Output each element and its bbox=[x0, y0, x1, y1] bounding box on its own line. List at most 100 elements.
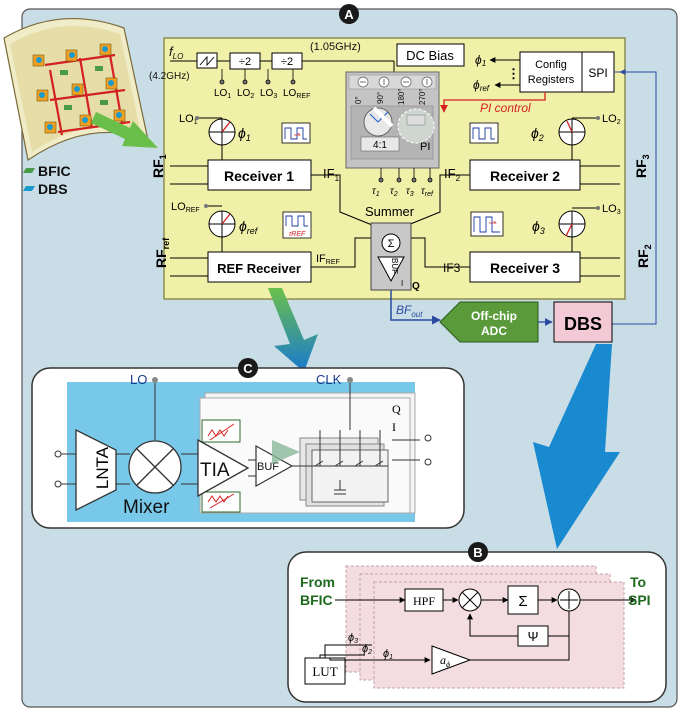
accumulator-label: Σ bbox=[518, 593, 527, 610]
ramp-icon bbox=[199, 55, 215, 67]
phase-shifter-3-icon bbox=[558, 210, 586, 238]
phi3-b-label: ϕ3 bbox=[348, 632, 358, 645]
config-label: Config bbox=[535, 59, 567, 71]
summer-q: Q bbox=[412, 281, 420, 292]
bfic-pointer-arrow bbox=[91, 112, 158, 148]
legend-dbs-label: DBS bbox=[38, 181, 68, 197]
phi1-output-label: ϕ1 bbox=[475, 53, 486, 68]
lo-taps bbox=[219, 69, 296, 85]
summer-label: Summer bbox=[365, 204, 415, 219]
rfref-label: RFref bbox=[153, 237, 171, 268]
divider-1-label: ÷2 bbox=[239, 56, 251, 68]
summer-sigma: Σ bbox=[388, 238, 395, 250]
delay-2-icon bbox=[469, 122, 499, 144]
panel-c-i-label: I bbox=[392, 420, 396, 434]
receiver-3 bbox=[469, 251, 581, 283]
marker-a: A bbox=[339, 4, 359, 24]
freq-in-label: (4.2GHz) bbox=[149, 71, 190, 82]
sampler-array bbox=[292, 430, 420, 507]
marker-a-label: A bbox=[344, 7, 354, 22]
ref-to-panel-c-arrow bbox=[268, 288, 318, 372]
divider-2-label: ÷2 bbox=[281, 56, 293, 68]
pi-angle-270: 270° bbox=[418, 88, 427, 105]
marker-b-label: B bbox=[473, 545, 482, 560]
delay-3-icon bbox=[470, 211, 504, 237]
hpf-label: HPF bbox=[413, 594, 435, 608]
phi-dots: ⋮ bbox=[507, 66, 520, 81]
summer-buffer-icon bbox=[377, 256, 405, 283]
pi-angle-0: 0° bbox=[354, 96, 363, 104]
tau-1: τ1 bbox=[372, 186, 380, 198]
receiver-3-label: Receiver 3 bbox=[490, 260, 560, 276]
panel-c-lo-label: LO bbox=[130, 372, 147, 387]
lo-tap-2: LO2 bbox=[237, 88, 254, 100]
dbs-box-label: DBS bbox=[564, 314, 602, 334]
lo-tap-1: LO1 bbox=[214, 88, 231, 100]
tau-2: τ2 bbox=[390, 186, 398, 198]
phi2-label: ϕ2 bbox=[531, 125, 544, 143]
tau-outputs bbox=[378, 168, 433, 183]
panel-c: C LO CLK Q I LNTA Mixer bbox=[31, 358, 465, 529]
rf2-label: RF2 bbox=[635, 244, 653, 268]
phi1-b-label: ϕ1 bbox=[383, 648, 393, 661]
adder-icon bbox=[557, 588, 581, 612]
phi1-label: ϕ1 bbox=[238, 125, 251, 143]
pi-control-label: PI control bbox=[480, 101, 531, 115]
phi3-label: ϕ3 bbox=[532, 218, 545, 236]
lo-tap-ref: LOREF bbox=[283, 88, 310, 100]
lnta-label: LNTA bbox=[93, 446, 112, 489]
if2-label: IF2 bbox=[444, 166, 461, 183]
legend: BFIC DBS bbox=[23, 163, 71, 197]
delay-ref-icon: τREF bbox=[282, 211, 312, 239]
phase-shifter-1-icon bbox=[208, 118, 236, 146]
lut-label: LUT bbox=[312, 664, 337, 679]
bf-out-wire bbox=[390, 290, 441, 325]
tau-ref: τref bbox=[421, 186, 434, 198]
lo2-label: LO2 bbox=[602, 113, 621, 126]
gain-block bbox=[431, 645, 472, 675]
tia-label: TIA bbox=[200, 460, 230, 481]
rf1-label: RF1 bbox=[150, 154, 168, 178]
dc-bias-box bbox=[396, 43, 465, 67]
panel-b: B From BFIC HPF Σ To SPI Ψ LUT bbox=[287, 542, 667, 703]
bf-out-label: BFout bbox=[396, 303, 423, 319]
bfic-chip: fLO (4.2GHz) ÷2 ÷2 (1.05GHz) LO1 LO2 LO3… bbox=[149, 37, 653, 300]
pi-ratio-label: 4:1 bbox=[373, 140, 387, 151]
pi-control-wire bbox=[440, 92, 546, 113]
lo3-label: LO3 bbox=[602, 203, 621, 216]
panel-c-clk-label: CLK bbox=[316, 372, 342, 387]
gain-label: aϕ bbox=[440, 653, 450, 669]
if3-label: IF3 bbox=[443, 261, 461, 275]
pi-angle-180: 180° bbox=[397, 88, 406, 105]
phase-shifter-ref-icon bbox=[208, 210, 236, 238]
rf3-label: RF3 bbox=[633, 154, 651, 178]
tau-3: τ3 bbox=[406, 186, 414, 198]
config-registers-box bbox=[519, 51, 583, 93]
delay-1-icon bbox=[281, 122, 311, 144]
phi-ref-label: ϕref bbox=[239, 218, 259, 236]
phase-interpolator: 0° 90° 180° 270° 4:1 PI bbox=[345, 71, 440, 169]
tia-feedback bbox=[201, 419, 241, 513]
phi2-b-label: ϕ2 bbox=[362, 643, 372, 656]
mixer-label: Mixer bbox=[123, 497, 170, 518]
ifref-label: IFREF bbox=[316, 253, 340, 266]
summer-sigma-icon bbox=[381, 233, 401, 253]
freq-div-label: (1.05GHz) bbox=[310, 41, 361, 53]
lnta-block bbox=[75, 428, 117, 512]
pi-label: PI bbox=[420, 141, 430, 153]
panel-c-q-label: Q bbox=[392, 402, 401, 416]
spi-label: SPI bbox=[588, 66, 607, 80]
if1-label: IF1 bbox=[323, 166, 340, 183]
receiver-2-label: Receiver 2 bbox=[490, 168, 560, 184]
dbs-to-panel-b-arrow bbox=[533, 344, 620, 549]
lo-tap-3: LO3 bbox=[260, 88, 277, 100]
phi-ref-output-label: ϕref bbox=[473, 78, 490, 93]
adc-line2: ADC bbox=[481, 324, 507, 338]
legend-bfic-swatch bbox=[23, 168, 35, 173]
ref-receiver bbox=[207, 251, 312, 283]
to-label-1: To bbox=[630, 574, 646, 590]
dc-bias-label: DC Bias bbox=[406, 48, 454, 63]
legend-dbs-swatch bbox=[23, 186, 35, 191]
dbs-box bbox=[553, 301, 613, 343]
buf-label: BUF bbox=[257, 461, 279, 473]
